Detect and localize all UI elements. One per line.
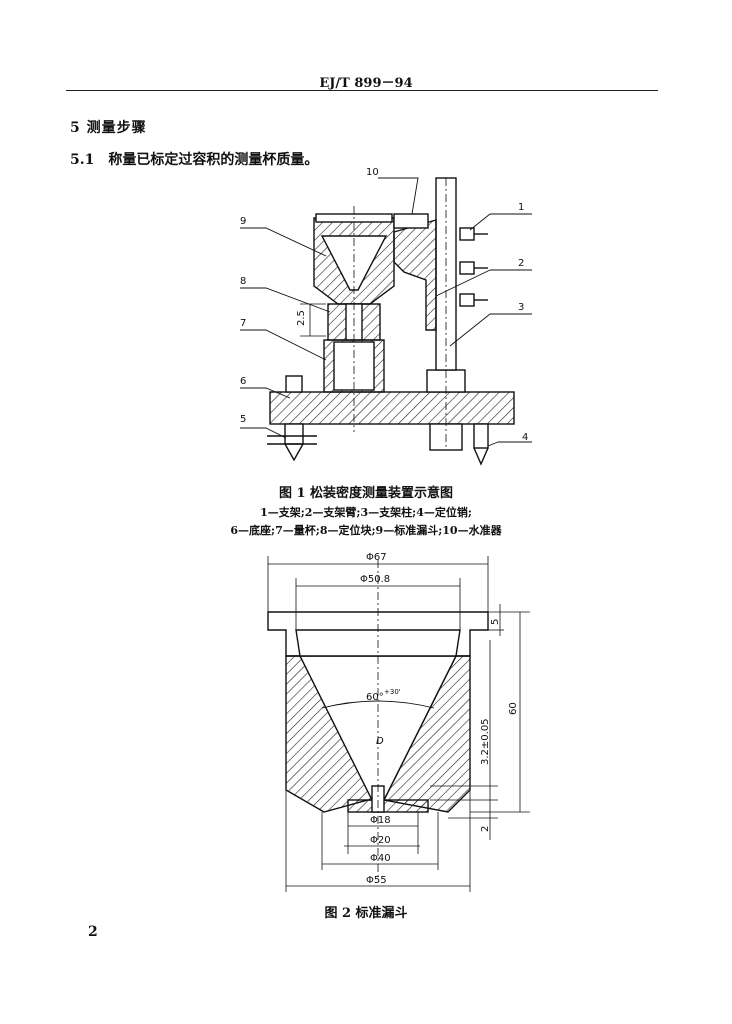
figure-1-diagram: 10 1 2 3 4 9 8 7 6 5 2.5 bbox=[240, 167, 532, 466]
dim-60: 60 bbox=[508, 702, 519, 715]
cone-angle-arc bbox=[321, 700, 435, 709]
dim-phi55: Φ55 bbox=[366, 875, 387, 886]
callout-8: 8 bbox=[240, 276, 246, 287]
dim-angle-tol: +30' bbox=[384, 688, 401, 696]
funnel-flange bbox=[267, 611, 489, 657]
locating-pin-right bbox=[473, 423, 489, 449]
callout-3: 3 bbox=[518, 302, 524, 313]
callout-10: 10 bbox=[366, 167, 379, 178]
dim-phi20: Φ20 bbox=[370, 835, 391, 846]
base-plate bbox=[269, 391, 515, 425]
step-number: 5.1 bbox=[70, 152, 95, 168]
support-arm bbox=[393, 219, 437, 331]
figure-1-legend-line-1: 1—支架;2—支架臂;3—支架柱;4—定位销; bbox=[260, 506, 472, 519]
dim-phi40: Φ40 bbox=[370, 853, 391, 864]
callout-1: 1 bbox=[518, 202, 524, 213]
page-number: 2 bbox=[88, 924, 98, 940]
step-text: 称量已标定过容积的测量杯质量。 bbox=[108, 152, 319, 168]
funnel-left-wall bbox=[285, 655, 380, 813]
callout-7: 7 bbox=[240, 318, 246, 329]
clamp-screws bbox=[459, 227, 488, 307]
dim-d: D bbox=[376, 736, 384, 747]
level-indicator bbox=[393, 213, 429, 229]
dim-3-2: 3.2±0.05 bbox=[480, 718, 491, 765]
callout-5: 5 bbox=[240, 414, 246, 425]
dim-angle: 60° bbox=[366, 692, 384, 703]
step-5-1: 5.1 称量已标定过容积的测量杯质量。 bbox=[70, 149, 318, 169]
dim-2-5: 2.5 bbox=[296, 310, 307, 326]
dim-5: 5 bbox=[490, 619, 501, 625]
dim-2: 2 bbox=[480, 826, 491, 832]
dim-phi67: Φ67 bbox=[366, 552, 387, 563]
leveling-screw-left bbox=[284, 423, 304, 445]
section-title: 5 测量步骤 bbox=[70, 120, 147, 136]
top-knob-left bbox=[285, 375, 303, 393]
figure-1-legend-line-2: 6—底座;7—量杯;8—定位块;9—标准漏斗;10—水准器 bbox=[230, 524, 502, 537]
figure-1-caption: 图 1 松装密度测量装置示意图 bbox=[278, 486, 454, 501]
dim-phi50-8: Φ50.8 bbox=[360, 574, 390, 585]
callout-2: 2 bbox=[518, 258, 524, 269]
callout-9: 9 bbox=[240, 216, 246, 227]
figure-2-caption: 图 2 标准漏斗 bbox=[324, 906, 408, 921]
header-rule bbox=[66, 90, 658, 91]
dim-phi18: Φ18 bbox=[370, 815, 391, 826]
funnel-right-wall bbox=[382, 655, 471, 813]
callout-6: 6 bbox=[240, 376, 246, 387]
document-header: EJ/T 899－94 bbox=[319, 76, 413, 91]
funnel-spigot bbox=[347, 799, 429, 813]
callout-4: 4 bbox=[522, 432, 528, 443]
